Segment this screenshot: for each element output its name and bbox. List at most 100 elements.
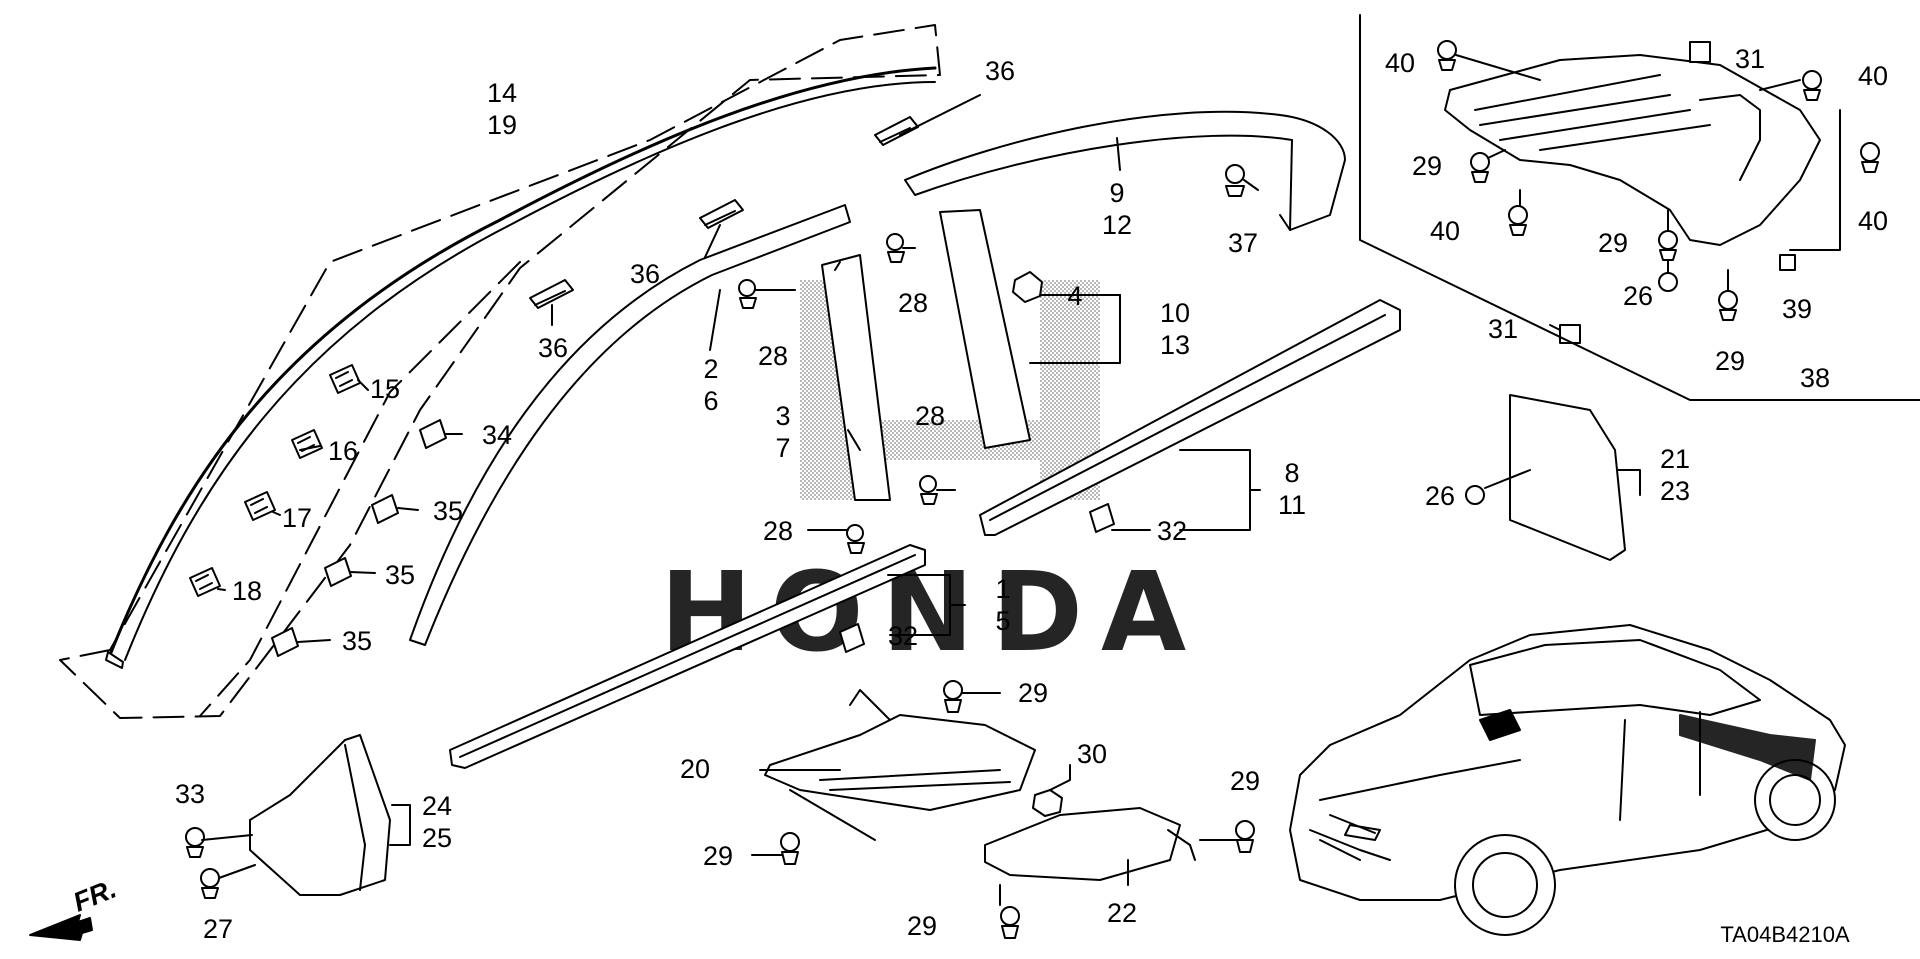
front-door-molding	[449, 544, 926, 769]
label-39: 39	[1782, 294, 1812, 324]
clip-39	[1779, 254, 1796, 271]
mud-guard	[249, 734, 391, 896]
label-40-b: 40	[1858, 61, 1888, 91]
label-29-a: 29	[1018, 678, 1048, 708]
clip-31-a	[1689, 41, 1711, 63]
inset-under-cover	[1444, 54, 1821, 246]
label-20: 20	[680, 754, 710, 784]
roof-clip-17	[244, 491, 276, 521]
bolt-29-e	[1470, 152, 1490, 183]
front-pillar-garnish	[821, 254, 891, 501]
label-10: 10	[1160, 298, 1190, 328]
label-9: 9	[1109, 178, 1124, 208]
screw-27	[200, 868, 220, 899]
label-18: 18	[232, 576, 262, 606]
screw-28-b	[886, 233, 905, 263]
label-29-g: 29	[1715, 346, 1745, 376]
bolt-40-d	[1508, 205, 1528, 236]
screw-28-c	[919, 475, 938, 505]
label-36-a: 36	[985, 56, 1015, 86]
label-21: 21	[1660, 444, 1690, 474]
label-26-b: 26	[1425, 481, 1455, 511]
rear-sash-molding	[904, 110, 1346, 231]
roof-clip-16	[291, 429, 323, 459]
clip-31-b	[1559, 324, 1581, 344]
bolt-29-f	[1658, 230, 1678, 261]
label-29-e: 29	[1412, 151, 1442, 181]
label-29-b: 29	[703, 841, 733, 871]
clip-35-c	[271, 627, 299, 657]
clip-36-a	[874, 116, 919, 146]
label-28-a: 28	[758, 341, 788, 371]
label-35-b: 35	[385, 560, 415, 590]
screw-26-b	[1465, 485, 1485, 505]
roof-molding-assembly	[59, 24, 941, 719]
under-cover-rear	[984, 807, 1196, 881]
bolt-40-a	[1437, 40, 1457, 71]
label-15: 15	[370, 374, 400, 404]
label-8: 8	[1284, 458, 1299, 488]
label-36-b: 36	[630, 259, 660, 289]
label-40-a: 40	[1385, 48, 1415, 78]
label-2: 2	[703, 354, 718, 384]
roof-clip-15	[329, 364, 361, 394]
label-33: 33	[175, 779, 205, 809]
screw-37	[1225, 164, 1245, 197]
screw-28-d	[846, 524, 865, 554]
bolt-29-a	[943, 680, 963, 713]
clip-35-b	[324, 557, 352, 587]
label-12: 12	[1102, 210, 1132, 240]
bolt-40-c	[1860, 142, 1880, 173]
label-25: 25	[422, 823, 452, 853]
label-26-a: 26	[1623, 281, 1653, 311]
bolt-40-b	[1802, 70, 1822, 101]
label-7: 7	[775, 433, 790, 463]
label-37: 37	[1228, 228, 1258, 258]
under-cover-front	[764, 689, 1036, 811]
screw-33	[185, 827, 205, 858]
label-16: 16	[328, 436, 358, 466]
bolt-29-d	[1000, 906, 1020, 939]
clip-36-b	[699, 199, 744, 229]
front-direction-arrow	[29, 914, 93, 941]
label-14: 14	[487, 78, 517, 108]
label-13: 13	[1160, 330, 1190, 360]
label-29-d: 29	[907, 911, 937, 941]
label-28-b: 28	[898, 288, 928, 318]
label-31-b: 31	[1488, 314, 1518, 344]
label-35-c: 35	[342, 626, 372, 656]
label-22: 22	[1107, 898, 1137, 928]
label-31-a: 31	[1735, 44, 1765, 74]
rear-pillar-garnish	[939, 209, 1031, 449]
bolt-29-g	[1718, 290, 1738, 321]
screw-28-a	[738, 279, 757, 309]
label-4: 4	[1067, 281, 1082, 311]
inset-frame	[1359, 14, 1920, 401]
nut-30	[1032, 789, 1063, 817]
label-34: 34	[482, 420, 512, 450]
label-28-d: 28	[763, 516, 793, 546]
honda-watermark-text: HONDA	[660, 548, 1204, 676]
fender-liner	[1509, 394, 1626, 561]
label-3: 3	[775, 401, 790, 431]
label-5: 5	[995, 606, 1010, 636]
bolt-29-c	[1235, 820, 1255, 853]
label-28-c: 28	[915, 401, 945, 431]
clip-36-c	[529, 279, 574, 309]
diagram-code: TA04B4210A	[1720, 922, 1850, 947]
label-40-d: 40	[1430, 216, 1460, 246]
rear-door-molding	[979, 299, 1401, 536]
label-38: 38	[1800, 363, 1830, 393]
clip-32-b	[839, 623, 865, 653]
screw-26-a	[1658, 272, 1678, 292]
label-32-a: 32	[1157, 516, 1187, 546]
label-30: 30	[1077, 739, 1107, 769]
callout-labels: 14 19 36 36 36 9 12 37 2 6 28 28 28 28 4…	[69, 44, 1888, 947]
clip-34	[419, 419, 447, 449]
vehicle-illustration	[1289, 624, 1846, 936]
door-sash-molding	[409, 204, 851, 646]
label-27: 27	[203, 914, 233, 944]
label-29-c: 29	[1230, 766, 1260, 796]
label-36-c: 36	[538, 333, 568, 363]
